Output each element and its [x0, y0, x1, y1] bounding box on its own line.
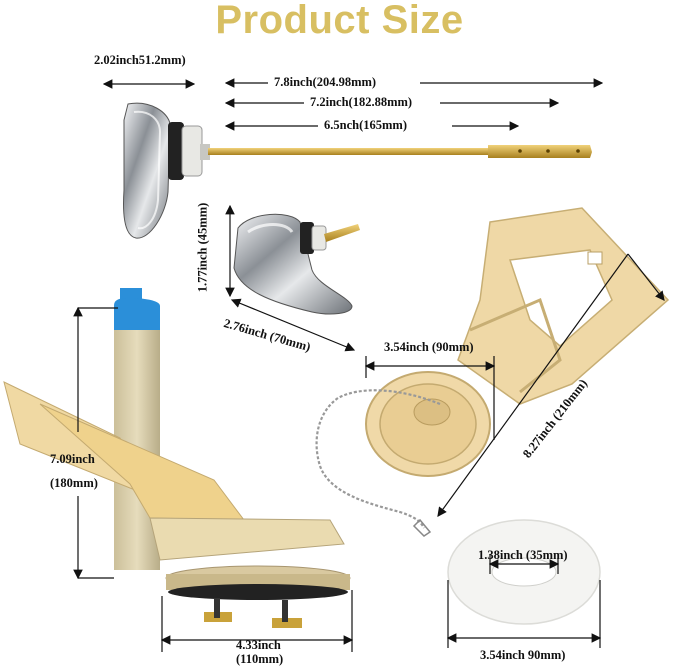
trip-lever-side — [233, 213, 360, 315]
gasket-inner-label: 1.38inch (35mm) — [478, 548, 568, 562]
trip-lever-front — [123, 102, 592, 239]
valve-base-label-mm: (110mm) — [236, 652, 284, 666]
valve-height-label-mm: (180mm) — [50, 476, 98, 490]
valve-height-label-in: 7.09inch — [50, 452, 95, 466]
rod-length-label-1: 7.2inch(182.88mm) — [310, 95, 413, 109]
side-handle-height-label: 1.77inch (45mm) — [195, 202, 210, 293]
dimension-lines — [73, 78, 665, 652]
page-title: Product Size — [215, 0, 464, 42]
flapper-assembly — [315, 207, 670, 537]
total-length-label: 7.8inch(204.98mm) — [274, 75, 377, 89]
handle-width-label: 2.02inch51.2mm) — [94, 53, 186, 67]
flush-valve — [3, 288, 351, 628]
gasket — [447, 519, 601, 625]
rod-length-label-2: 6.5nch(165mm) — [324, 118, 407, 132]
flapper-width-label: 3.54inch (90mm) — [384, 340, 474, 354]
valve-base-label-in: 4.33inch — [236, 638, 281, 652]
gasket-outer-label: 3.54inch 90mm) — [480, 648, 566, 662]
